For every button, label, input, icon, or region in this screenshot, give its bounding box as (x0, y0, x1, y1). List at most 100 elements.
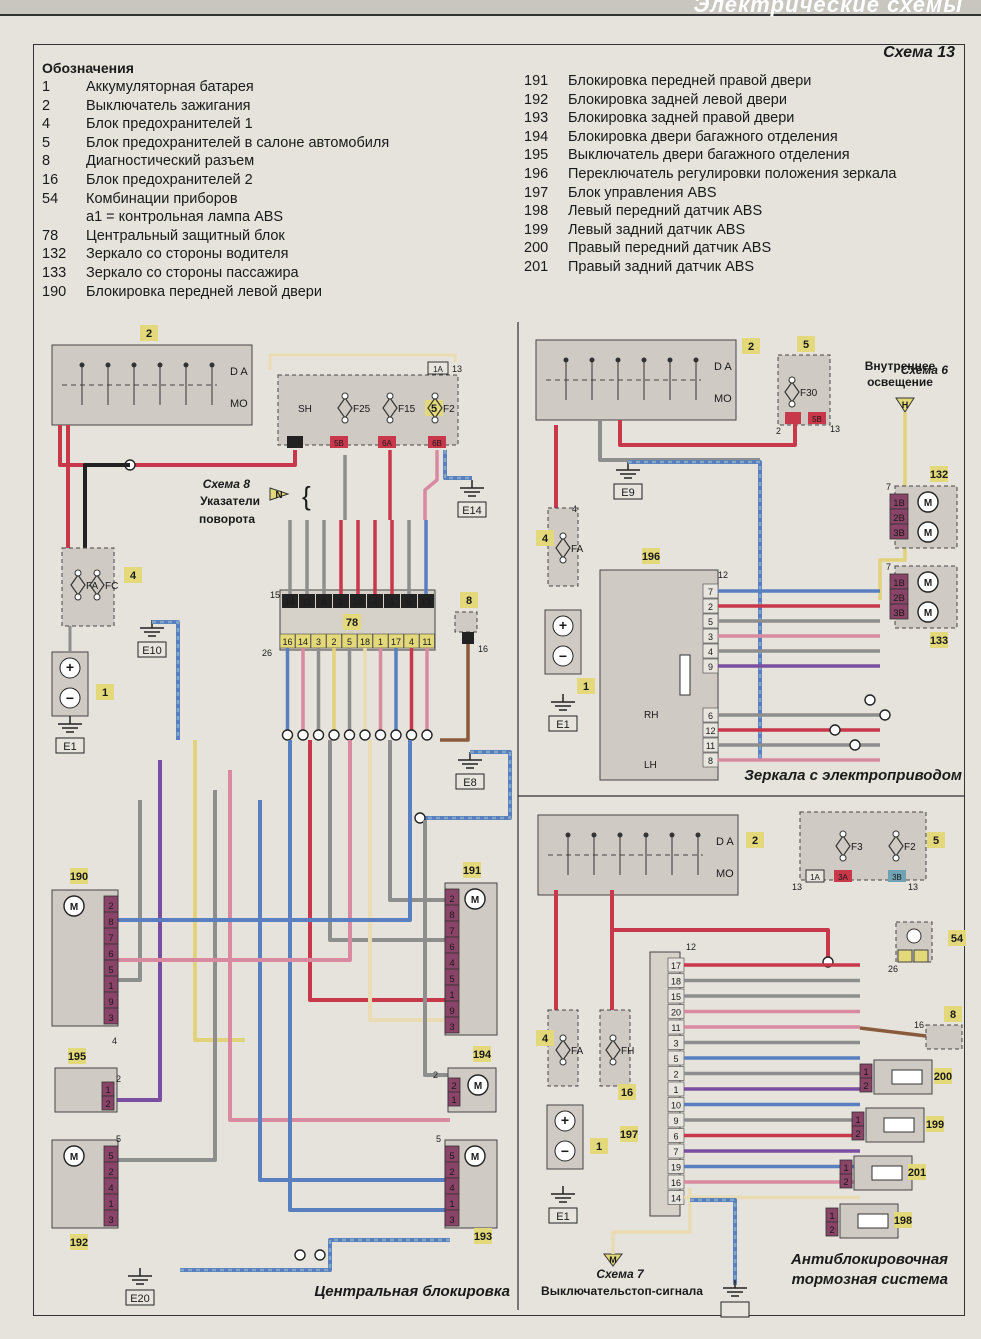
ref-schema8-l2: поворота (199, 512, 255, 526)
legend-label: Блокировка задней левой двери (568, 91, 787, 108)
harness-blue-2 (288, 740, 450, 1212)
ground-e20-box (125, 1289, 155, 1306)
pin-1a (427, 361, 449, 375)
fuse-box-16-abs (599, 1009, 631, 1087)
label-1-left-bg (96, 684, 114, 700)
legend-number: 200 (524, 240, 549, 257)
switch-196 (599, 569, 719, 781)
legend-number: 192 (524, 91, 549, 108)
unit78-bot-pin-label: 1 (378, 637, 383, 647)
lock-unit-191-strip-pin-label: 6 (449, 942, 454, 953)
ignition-switch-abs-dot (643, 832, 649, 838)
lock-unit-191-strip-pin-label: 7 (449, 926, 454, 937)
wire-abs-12 (612, 928, 830, 962)
switch196-pin-label: 5 (708, 617, 713, 627)
page-header-bar: Электрические схемы (0, 0, 981, 17)
fuse-box-4-mirrors (547, 507, 579, 587)
fuse-fa-abs-label: FA (571, 1046, 584, 1057)
fuse-f30-top (788, 376, 796, 384)
label-1-left: 1 (102, 687, 108, 699)
lock-unit-194-strip-pin-label: 1 (451, 1095, 456, 1106)
pin-3b-label: 3B (892, 873, 902, 882)
ground-e1-abs-label: E1 (556, 1211, 569, 1223)
ref-schema8-tag: N (275, 490, 282, 501)
wire-e14 (443, 450, 472, 480)
fuse-f30-label: F30 (800, 388, 818, 399)
wire-12-label-197: 12 (686, 942, 696, 952)
section-title-abs-1: Антиблокировочная (790, 1251, 948, 1268)
unit78-bot-pin-label: 5 (347, 637, 352, 647)
unit78-top-pin-label: 2 (338, 597, 343, 607)
ignition-switch-abs-dot (695, 832, 701, 838)
label-5-left: 5 (431, 403, 437, 415)
ref-brace: { (302, 481, 311, 511)
ref-schema8-title: Схема 8 (203, 477, 251, 491)
fuse-fa-left-top (74, 569, 82, 577)
lock-unit-191-strip-pin-label: 3 (449, 1022, 454, 1033)
switch196-pin-label: 12 (705, 726, 715, 736)
battery-left-plus-sign: + (66, 659, 74, 675)
ground-e9-box (613, 483, 643, 500)
fuse-f25-bottom (341, 416, 349, 424)
ground-e8-label: E8 (463, 777, 476, 789)
lock-unit-191-strip-pin-label: 8 (449, 910, 454, 921)
switch196-pin-label: 9 (708, 662, 713, 672)
section-title-central-locking: Центральная блокировка (314, 1283, 510, 1300)
fuse-f3-top (839, 830, 847, 838)
switch196-pin-label: 2 (708, 602, 713, 612)
label-8-left-bg (460, 592, 478, 608)
switch-195-strip-pin-label: 2 (105, 1099, 110, 1110)
ground-e10-label: E10 (142, 645, 162, 657)
battery-mirrors-minus-sign: − (559, 648, 567, 664)
wire-16-label-left: 16 (478, 644, 488, 654)
pin-6a-label: 6A (382, 439, 392, 448)
pin-1-black (287, 436, 303, 448)
wire-diag-left (440, 644, 470, 742)
wire-diag-abs (859, 1026, 927, 1038)
ref-schema8-l1: Указатели (200, 494, 260, 508)
lock-unit-190-strip-pin-label: 8 (108, 917, 113, 928)
lock-unit-193-strip-pin-label: 3 (449, 1215, 454, 1226)
unit78-bot-pin-label: 11 (422, 637, 431, 647)
fuse-fa-left-label: FA (86, 581, 99, 592)
mirror-133-motor-1 (917, 571, 939, 593)
lock-unit-190-strip-pin-label: 9 (108, 997, 113, 1008)
harness-pink-2 (118, 740, 352, 962)
mirror-133-motor-1-letter: M (924, 578, 932, 589)
node-e8 (414, 812, 426, 824)
mirror-133-motor-2 (917, 601, 939, 623)
unit78-bot-pin-label: 14 (298, 637, 308, 647)
mirror-132-motor-1 (917, 491, 939, 513)
sensor-198-strip-pin (825, 1221, 839, 1237)
mirror-132-strip-pin-label: 2B (893, 513, 905, 524)
fuse-fh-abs-label: FH (621, 1046, 634, 1057)
wire-e10-stripe (152, 620, 180, 740)
legend-label: Зеркало со стороны пассажира (86, 264, 299, 281)
harness-gray-3 (328, 740, 450, 942)
wire-15-label: 15 (270, 590, 280, 600)
ignition-switch-left-dot (79, 362, 85, 368)
ref-schema6-title: Схема 6 (901, 363, 949, 377)
legend-label: Блокировка задней правой двери (568, 110, 795, 127)
ground-e1-mirrors-box (548, 715, 578, 732)
legend-label: Выключатель двери багажного отделения (568, 147, 850, 164)
ecu197-pin-label: 3 (673, 1039, 678, 1049)
label-54-bg (948, 930, 966, 946)
unit78-top-pin (384, 594, 400, 608)
ignition-switch-mirrors-dot (563, 357, 569, 363)
wire-schema7 (611, 1188, 692, 1254)
lock-unit-190-motor-letter: M (70, 902, 78, 913)
unit78-node (297, 729, 309, 741)
fuse-f2-top (431, 392, 439, 400)
label-1-abs-bg (590, 1138, 608, 1154)
label-195: 195 (68, 1051, 86, 1063)
switch-195-strip-pin-label: 1 (105, 1085, 110, 1096)
